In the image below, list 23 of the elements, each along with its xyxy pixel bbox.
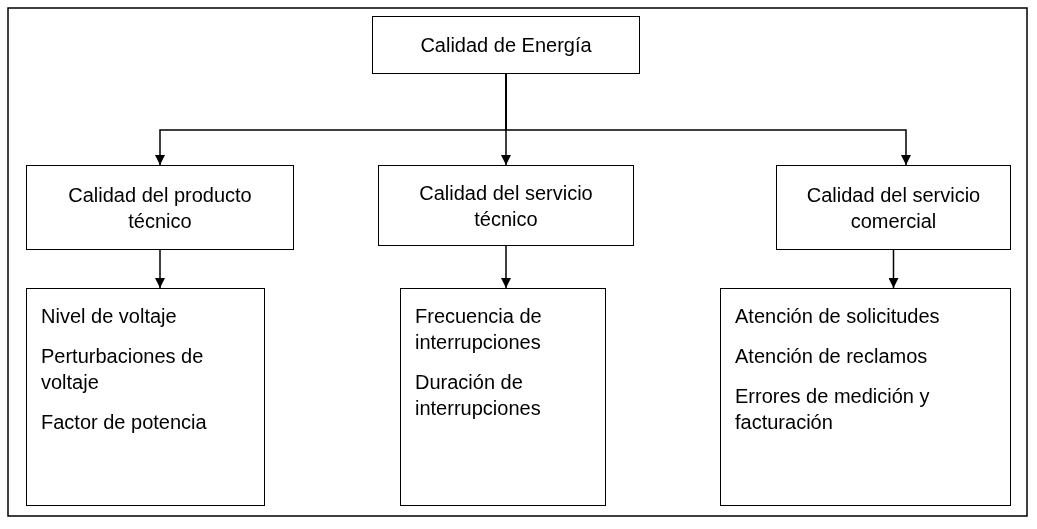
- arrow: [888, 249, 899, 289]
- list-item: Perturbaciones de voltaje: [41, 344, 205, 395]
- item-list-box: [400, 288, 606, 506]
- arrow: [501, 245, 511, 289]
- box-label: Calidad del servicio técnico: [418, 180, 594, 232]
- title-box: [372, 16, 640, 74]
- box-label: Calidad del servicio comercial: [805, 182, 982, 234]
- arrow: [155, 249, 165, 289]
- list-item: Frecuencia de interrupciones: [415, 304, 543, 355]
- box-label: Calidad de Energía: [420, 33, 592, 58]
- item-list-box: [720, 288, 1011, 506]
- item-list-box: [26, 288, 265, 506]
- list-item: Atención de solicitudes: [735, 304, 941, 329]
- list-item: Nivel de voltaje: [41, 304, 178, 329]
- category-box: [776, 165, 1011, 250]
- list-item: Atención de reclamos: [735, 344, 929, 369]
- arrow: [505, 73, 911, 166]
- category-box: [26, 165, 294, 250]
- list-item: Duración de interrupciones: [415, 370, 542, 421]
- category-box: [378, 165, 634, 246]
- box-label: Calidad del producto técnico: [67, 182, 253, 234]
- list-item: Factor de potencia: [41, 410, 208, 435]
- list-item: Errores de medición y facturación: [735, 384, 931, 435]
